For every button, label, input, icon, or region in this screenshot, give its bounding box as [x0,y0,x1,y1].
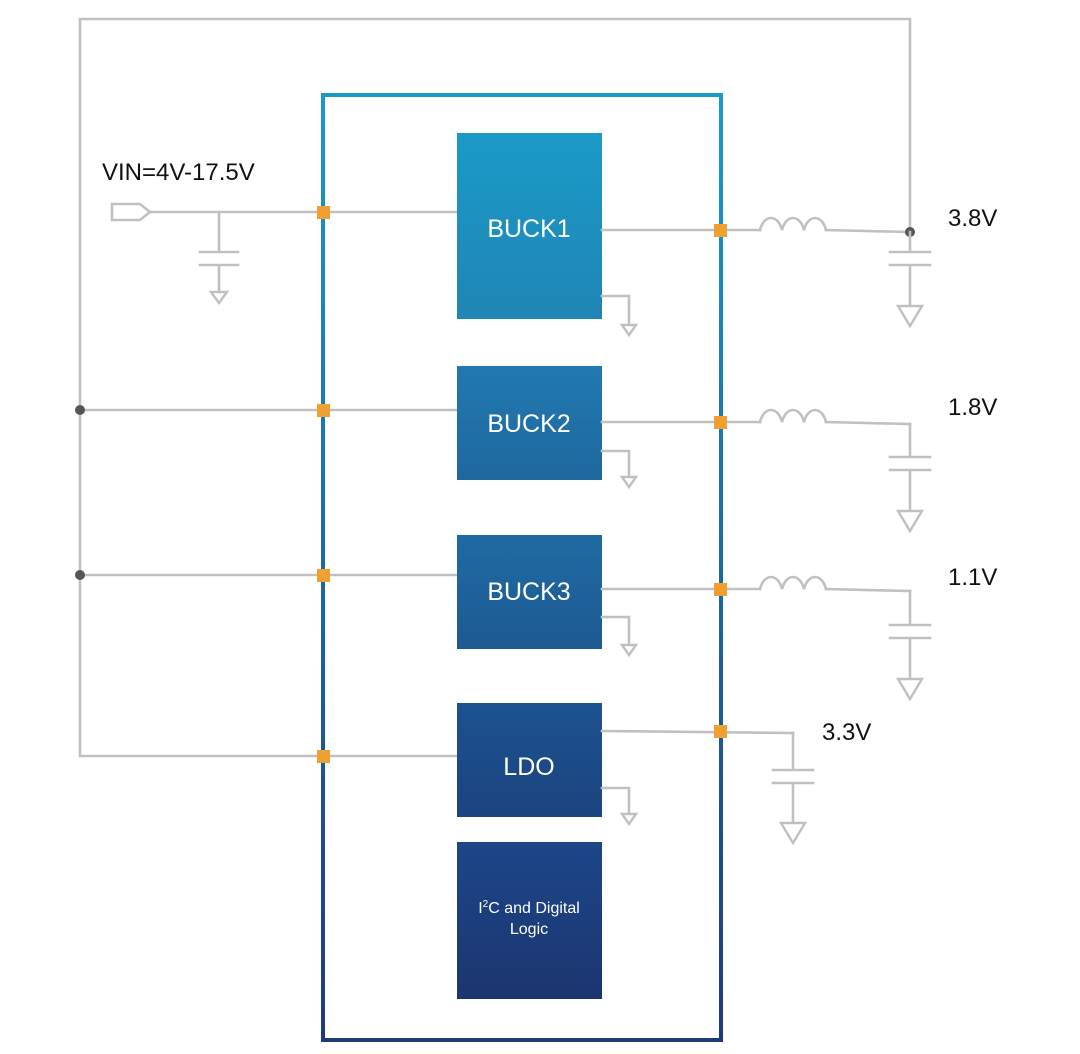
pin-out-buck2 [714,416,727,429]
ground-icon [619,475,639,490]
block-logic: I2C and Digital Logic [457,842,602,999]
block-ldo: LDO [457,703,602,817]
vin-label: VIN=4V-17.5V [102,159,255,186]
pin-vin-buck1 [317,206,330,219]
block-label-logic-line1: I2C and Digital [478,899,580,917]
block-label-logic-line2: Logic [510,921,548,938]
output-voltage-buck1: 3.8V [948,205,997,232]
output-stage-ldo: 3.3V [600,719,871,846]
ic-frame [321,93,723,1042]
ground-icon [895,509,925,534]
block-label-buck2: BUCK2 [487,410,570,438]
pin-vin-ldo [317,750,330,763]
supply-wiring [75,17,912,758]
pin-vin-buck3 [317,569,330,582]
junction-dot-buck2 [75,405,85,415]
internal-grounds [600,294,639,827]
vin-input: VIN=4V-17.5V [102,159,459,306]
ic-pins [317,206,727,763]
block-label-buck1: BUCK1 [487,215,570,243]
output-stage-buck2: 1.8V [600,394,997,534]
block-buck2: BUCK2 [457,366,602,480]
ground-icon [895,677,925,702]
vin-connector-icon [110,202,153,222]
pin-out-buck3 [714,583,727,596]
inductor-icon [758,575,828,591]
block-buck1: BUCK1 [457,133,602,319]
ground-icon [895,304,925,329]
inductor-icon [758,408,828,424]
pin-vin-buck2 [317,404,330,417]
ground-icon [619,323,639,338]
ground-icon [619,643,639,658]
pin-out-ldo [714,725,727,738]
ground-icon [778,821,808,846]
pin-out-buck1 [714,224,727,237]
output-voltage-ldo: 3.3V [822,719,871,746]
inductor-icon [758,216,828,232]
junction-dot-buck3 [75,570,85,580]
block-label-buck3: BUCK3 [487,578,570,606]
output-stage-buck1: 3.8V [600,205,997,329]
output-voltage-buck2: 1.8V [948,394,997,421]
block-buck3: BUCK3 [457,535,602,649]
ground-icon [208,290,230,306]
ground-icon [619,812,639,827]
output-stage-buck3: 1.1V [600,564,997,702]
block-label-ldo: LDO [503,753,554,781]
output-voltage-buck3: 1.1V [948,564,997,591]
